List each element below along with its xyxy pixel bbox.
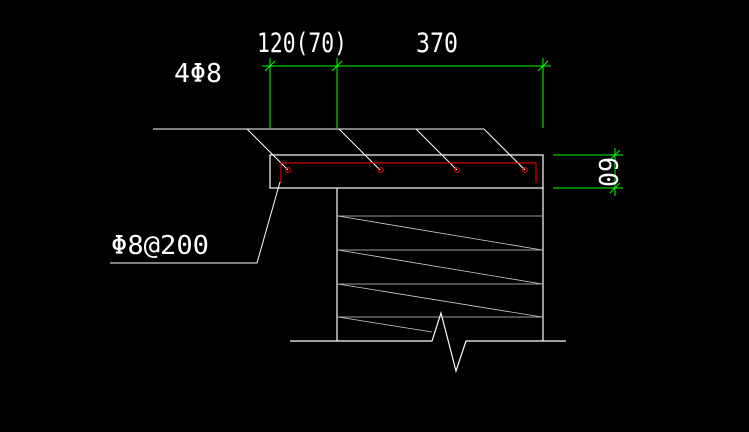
side-leader-line — [110, 181, 281, 264]
dimension-tick-right — [537, 60, 549, 72]
vertical-tick-top — [609, 149, 621, 161]
leader-branch-3 — [415, 128, 458, 171]
rebar-group — [280, 162, 537, 183]
dimension-label-left: 120(70) — [257, 28, 347, 59]
dimension-label-vertical: 60 — [592, 157, 622, 187]
dimension-label-right: 370 — [416, 28, 458, 59]
rebar-dot — [378, 167, 384, 173]
ground-break-line — [290, 310, 566, 374]
hatch-diagonal — [337, 249, 543, 285]
leader-branch-2 — [338, 128, 381, 171]
dimension-tick-middle — [331, 60, 343, 72]
dimension-group — [262, 58, 623, 196]
structure-outline — [269, 154, 566, 374]
leader-branch-4 — [483, 128, 526, 171]
vertical-tick-bottom — [609, 182, 621, 194]
brick-hatch — [337, 215, 543, 333]
hatch-diagonal — [337, 215, 543, 251]
hatch-diagonal — [337, 316, 433, 333]
slab-outline — [269, 154, 544, 189]
leader-branch-1 — [246, 128, 289, 171]
rebar-dot — [454, 167, 460, 173]
hatch-diagonal — [337, 283, 543, 318]
rebar-dot — [285, 167, 291, 173]
rebar-top-label: 4Φ8 — [174, 59, 222, 89]
rebar-side-label: Φ8@200 — [111, 231, 209, 261]
dimension-tick-left — [264, 60, 276, 72]
rebar-dot — [522, 167, 528, 173]
main-rebar-line — [280, 162, 537, 183]
